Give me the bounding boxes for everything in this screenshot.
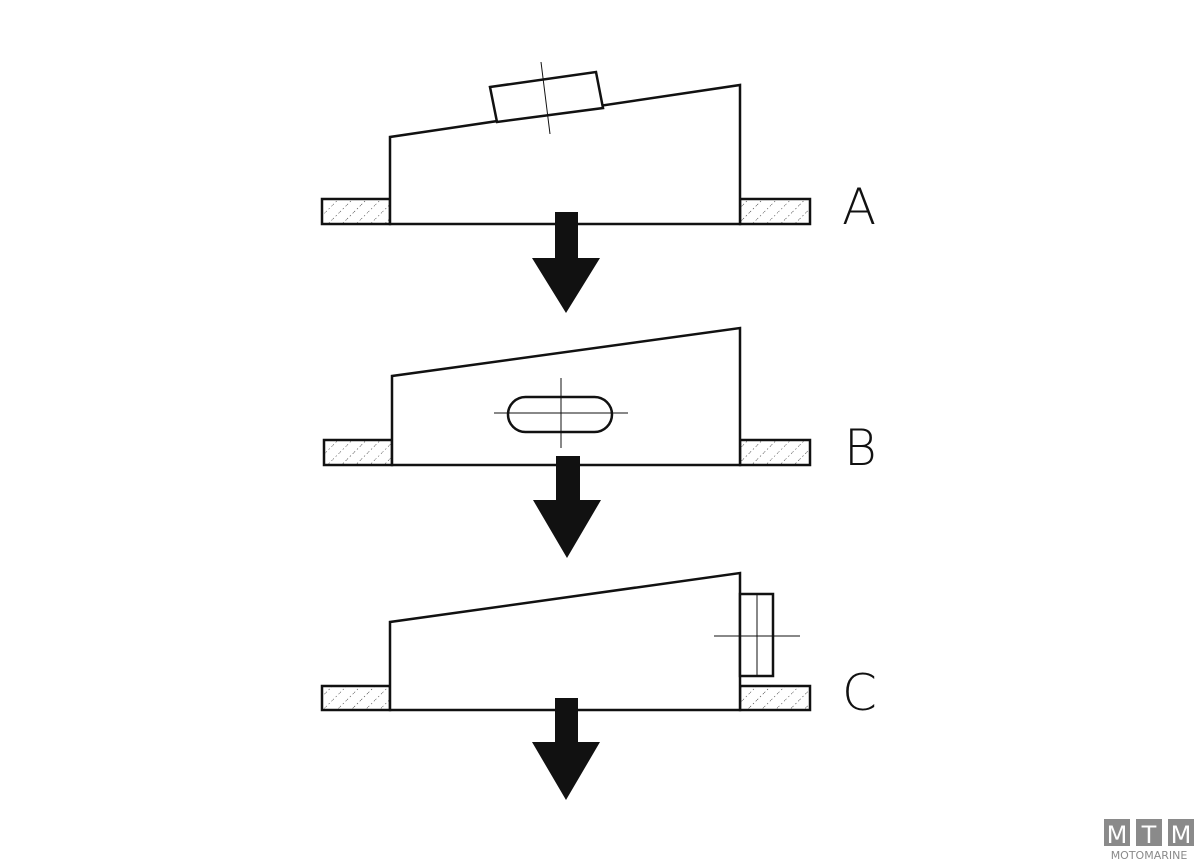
svg-text:T: T bbox=[1141, 821, 1157, 849]
hull-plate-right bbox=[738, 684, 812, 712]
motomarine-logo: M T M MOTOMARINE bbox=[1104, 819, 1194, 862]
transducer-block bbox=[388, 571, 742, 712]
hull-plate-left bbox=[320, 684, 392, 712]
panel-b: B bbox=[322, 326, 877, 558]
svg-text:M: M bbox=[1107, 821, 1128, 849]
panel-a: A bbox=[320, 61, 876, 313]
hull-plate-left bbox=[322, 438, 394, 467]
centerline bbox=[540, 61, 551, 135]
arrow-down-icon bbox=[532, 698, 600, 800]
svg-text:M: M bbox=[1171, 821, 1192, 849]
transducer-top bbox=[488, 70, 605, 124]
panel-c: C bbox=[320, 571, 877, 800]
panel-label: C bbox=[842, 664, 877, 722]
panel-label: B bbox=[844, 419, 877, 477]
transducer-slot bbox=[506, 395, 614, 434]
panel-label: A bbox=[842, 178, 876, 236]
hull-plate-right bbox=[738, 197, 812, 226]
hull-plate-left bbox=[320, 197, 392, 226]
hull-plate-right bbox=[738, 438, 812, 467]
arrow-down-icon bbox=[533, 456, 601, 558]
svg-text:MOTOMARINE: MOTOMARINE bbox=[1111, 849, 1188, 862]
transducer-block bbox=[388, 83, 742, 226]
arrow-down-icon bbox=[532, 212, 600, 313]
